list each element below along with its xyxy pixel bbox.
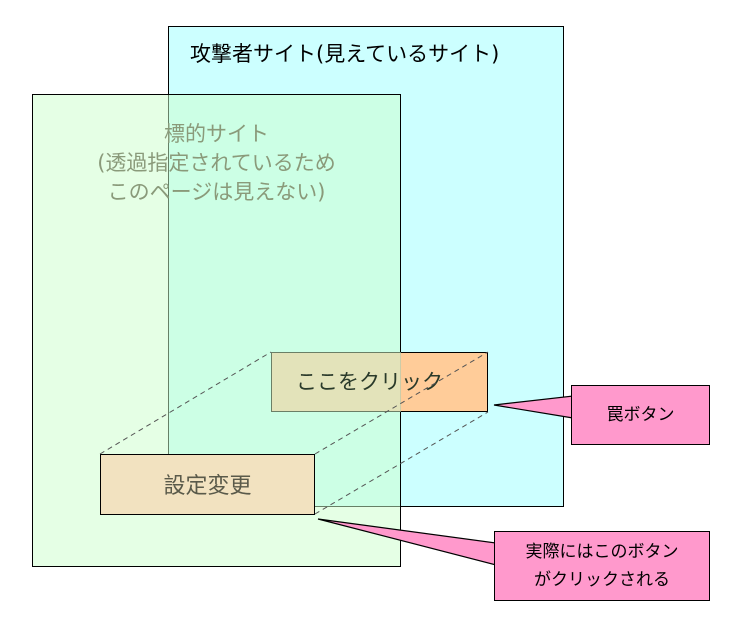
actual-click-callout: [494, 531, 710, 601]
actual-callout-line-1: 実際にはこのボタン: [525, 542, 679, 562]
projection-line-bottom-right: [314, 411, 489, 515]
target-site-description: 標的サイト (透過指定されているため このページは見えない): [32, 120, 401, 207]
projection-line-top-left: [99, 351, 272, 455]
settings-change-button[interactable]: [100, 454, 315, 515]
target-site-line-1: 標的サイト: [164, 122, 269, 146]
attacker-site-title: 攻撃者サイト(見えているサイト): [190, 42, 500, 66]
actual-callout-line-2: がクリックされる: [534, 570, 670, 590]
target-site-line-3: このページは見えない): [107, 180, 326, 204]
settings-change-label: 設定変更: [163, 474, 252, 499]
actual-callout-pointer: [317, 518, 497, 566]
trap-button-overlap: [271, 352, 401, 412]
trap-callout-label: 罠ボタン: [606, 405, 675, 425]
trap-button-label: ここをクリック: [296, 370, 443, 394]
trap-callout: [571, 385, 710, 445]
projection-line-top-right: [314, 351, 489, 455]
trap-callout-pointer: [493, 395, 574, 419]
actual-click-callout-text: 実際にはこのボタン がクリックされる: [494, 538, 710, 594]
target-site-line-2: (透過指定されているため: [97, 151, 336, 175]
